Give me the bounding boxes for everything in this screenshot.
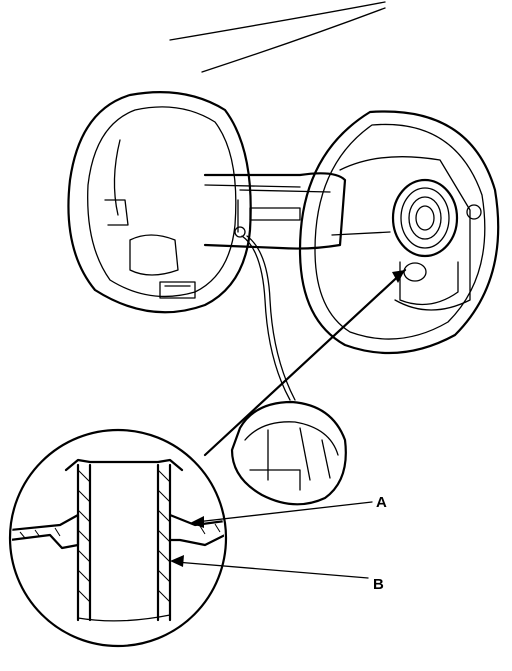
cap-tether (241, 235, 291, 401)
callout-b-label: B (373, 576, 384, 593)
detail-leader-line (203, 268, 407, 457)
filler-neck-opening (391, 178, 459, 258)
callout-a: A (190, 494, 387, 528)
fuel-filler-cap (230, 400, 347, 506)
callout-a-label: A (376, 494, 387, 511)
door-hinge (203, 172, 347, 250)
detail-inset (8, 428, 228, 648)
fuel-fill-door (67, 91, 252, 314)
filler-housing (298, 110, 500, 355)
filler-neck-flange (12, 513, 80, 550)
tether-anchor (234, 226, 246, 238)
callout-b: B (170, 555, 384, 593)
body-panel-lines (169, 1, 386, 73)
